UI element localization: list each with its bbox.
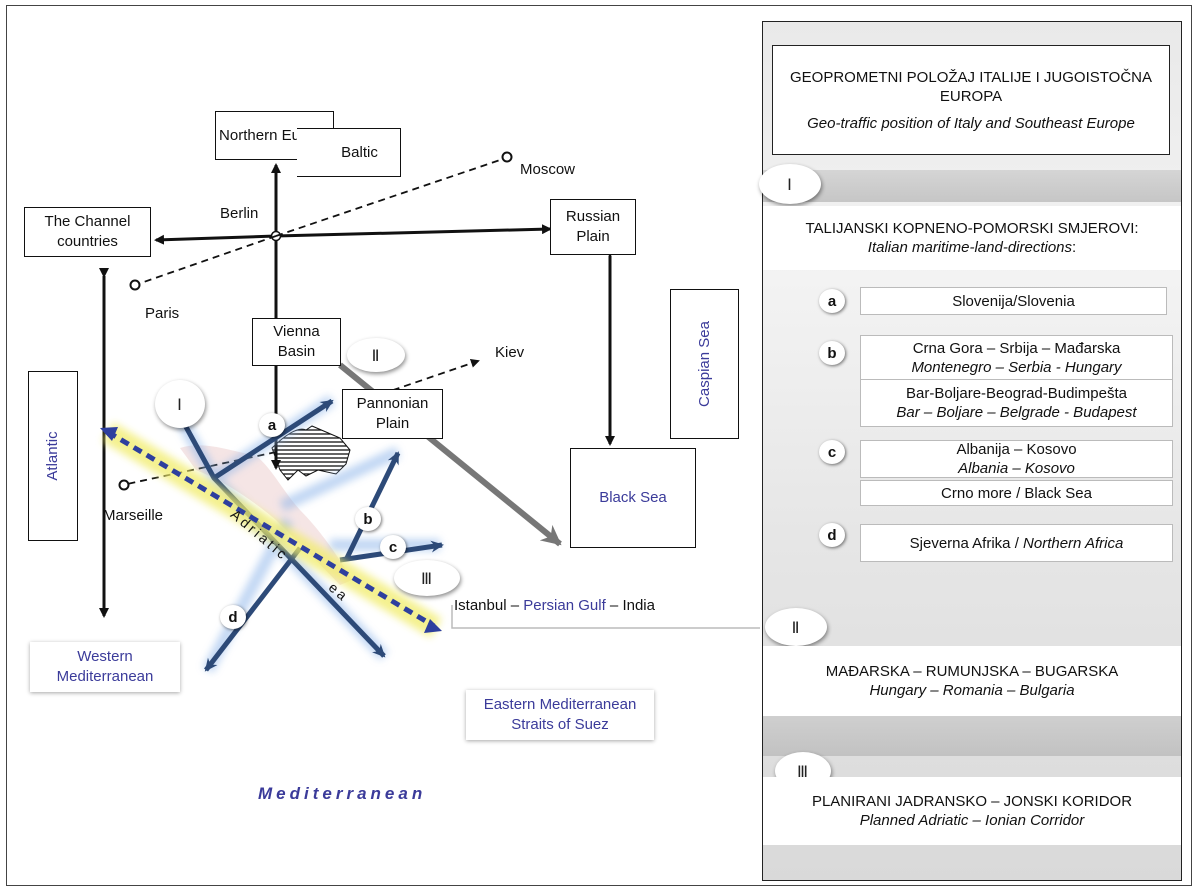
label-western-mediterranean: Western Mediterranean	[30, 642, 180, 692]
section-iii-stripe	[763, 716, 1181, 756]
panel-letter-c: c	[819, 440, 845, 464]
section-iii-hr: PLANIRANI JADRANSKO – JONSKI KORIDOR	[811, 793, 1133, 810]
section-ii-en: Hungary – Romania – Bulgaria	[869, 682, 1075, 699]
route-d-arrow	[204, 546, 302, 672]
label-istanbul-route: Istanbul – Persian Gulf – India	[454, 597, 655, 614]
persian-gulf-label: Persian Gulf	[523, 597, 606, 614]
legend-panel: GEOPROMETNI POLOŽAJ ITALIJE I JUGOISTOČN…	[759, 21, 1182, 881]
corridor-iii-head-right	[424, 619, 442, 633]
item-b2-en: Bar – Boljare – Belgrade - Budapest	[896, 404, 1137, 421]
dashed-to-moscow	[275, 158, 504, 237]
caspian-sea-label: Caspian Sea	[695, 321, 713, 407]
marker-letter-a: a	[259, 413, 285, 437]
item-a-slovenia: Slovenija/Slovenia	[860, 287, 1167, 315]
item-c1-en: Albania – Kosovo	[958, 460, 1075, 477]
item-d-en: Northern Africa	[1023, 534, 1124, 552]
box-atlantic: Atlantic	[28, 371, 78, 541]
panel-title-en: Geo-traffic position of Italy and Southe…	[807, 114, 1135, 132]
panel-marker-i: Ⅰ	[759, 164, 821, 204]
eastern-med-line2: Straits of Suez	[511, 716, 609, 733]
item-b1-en: Montenegro – Serbia - Hungary	[911, 359, 1122, 376]
item-b2-hr: Bar-Boljare-Beograd-Budimpešta	[906, 385, 1127, 402]
label-berlin: Berlin	[220, 205, 259, 222]
label-mediterranean: Mediterranean	[258, 784, 427, 803]
arrow-to-russian-plain	[275, 224, 552, 238]
section-iii-en: Planned Adriatic – Ionian Corridor	[859, 812, 1085, 829]
marker-letter-c: c	[380, 535, 406, 559]
label-kiev: Kiev	[495, 344, 525, 361]
panel-letter-b: b	[819, 341, 845, 365]
corridor-iii-head-left	[100, 427, 118, 441]
outer-frame	[6, 5, 1192, 886]
route-b-arrow	[343, 451, 401, 562]
item-d-north-africa: Sjeverna Afrika / Northern Africa	[860, 524, 1173, 562]
item-c1-hr: Albanija – Kosovo	[956, 441, 1077, 458]
panel-title-box: GEOPROMETNI POLOŽAJ ITALIJE I JUGOISTOČN…	[772, 45, 1170, 155]
moscow-node	[501, 151, 513, 163]
item-b1-hr: Crna Gora – Srbija – Mađarska	[912, 340, 1121, 357]
label-moscow: Moscow	[520, 161, 576, 178]
section-iii-box: PLANIRANI JADRANSKO – JONSKI KORIDOR Pla…	[763, 777, 1181, 845]
box-black-sea: Black Sea	[570, 448, 696, 548]
label-marseille: Marseille	[103, 507, 164, 524]
box-baltic: Baltic	[297, 128, 401, 177]
section-i-colon: :	[1072, 239, 1077, 256]
atlantic-label: Atlantic	[44, 431, 61, 481]
section-i-title-hr: TALIJANSKI KOPNENO-POMORSKI SMJEROVI:	[805, 220, 1139, 237]
box-russian-plain: Russian Plain	[550, 199, 636, 255]
panel-letter-d: d	[819, 523, 845, 547]
label-eastern-mediterranean: Eastern Mediterranean Straits of Suez	[466, 690, 654, 740]
item-d-hr: Sjeverna Afrika /	[909, 534, 1024, 552]
istanbul-part1: Istanbul –	[454, 597, 524, 614]
section-i-header: TALIJANSKI KOPNENO-POMORSKI SMJEROVI: It…	[763, 206, 1181, 270]
item-b-montenegro: Crna Gora – Srbija – Mađarska Montenegro…	[860, 335, 1173, 381]
label-paris: Paris	[145, 305, 180, 322]
route-a-arrow	[212, 398, 334, 481]
corridor-iii-line	[106, 429, 436, 629]
section-i-title-en-wrap: Italian maritime-land-directions:	[763, 238, 1181, 257]
marker-letter-d: d	[220, 605, 246, 629]
box-channel-countries: The Channel countries	[24, 207, 151, 257]
section-i-title-en: Italian maritime-land-directions	[867, 239, 1073, 256]
eastern-med-line1: Eastern Mediterranean	[483, 696, 637, 713]
box-pannonian-plain: Pannonian Plain	[342, 389, 443, 439]
section-ii-hr: MAĐARSKA – RUMUNJSKA – BUGARSKA	[825, 663, 1119, 680]
marker-letter-b: b	[355, 507, 381, 531]
marker-iii: Ⅲ	[394, 560, 460, 596]
dashed-to-paris	[137, 235, 277, 285]
panel-marker-ii: Ⅱ	[765, 608, 827, 646]
section-ii-box: MAĐARSKA – RUMUNJSKA – BUGARSKA Hungary …	[763, 646, 1181, 716]
arrow-to-channel	[154, 234, 277, 245]
marker-ii: Ⅱ	[347, 338, 405, 372]
item-c-black-sea: Crno more / Black Sea	[860, 480, 1173, 506]
marseille-node	[118, 479, 130, 491]
paris-node	[129, 279, 141, 291]
box-vienna-basin: Vienna Basin	[252, 318, 341, 366]
panel-letter-a: a	[819, 289, 845, 313]
istanbul-part3: – India	[605, 597, 655, 614]
section-i-stripe	[763, 170, 1181, 202]
marker-i: Ⅰ	[155, 380, 205, 428]
istanbul-connector	[451, 605, 760, 629]
item-b-bar-boljare: Bar-Boljare-Beograd-Budimpešta Bar – Bol…	[860, 379, 1173, 427]
item-c-albania: Albanija – Kosovo Albania – Kosovo	[860, 440, 1173, 478]
box-caspian-sea: Caspian Sea	[670, 289, 739, 439]
panel-title-hr: GEOPROMETNI POLOŽAJ ITALIJE I JUGOISTOČN…	[790, 68, 1152, 105]
